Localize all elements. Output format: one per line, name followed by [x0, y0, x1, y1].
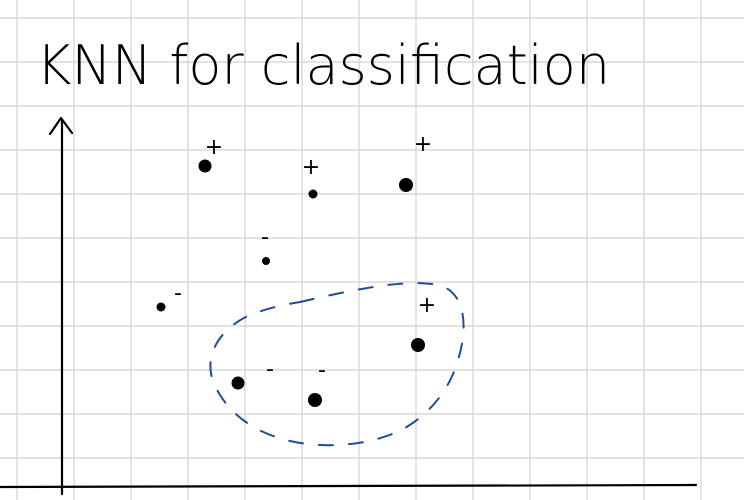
positive-class-label: +	[414, 132, 432, 157]
data-point	[399, 178, 413, 192]
negative-class-label: -	[261, 225, 269, 250]
positive-class-label: +	[302, 155, 320, 180]
y-axis-arrowhead	[48, 116, 74, 136]
data-point	[308, 189, 318, 199]
x-axis	[0, 483, 698, 489]
negative-class-label: -	[174, 281, 182, 306]
positive-class-label: +	[418, 293, 436, 318]
data-point	[156, 302, 166, 312]
data-point	[308, 393, 322, 407]
data-point	[262, 257, 270, 265]
negative-class-label: -	[318, 358, 326, 383]
data-points: + + + - - + - -	[156, 132, 436, 407]
diagram-title: KNN for classification	[36, 34, 610, 97]
negative-class-label: -	[266, 357, 274, 382]
data-point	[198, 159, 212, 173]
data-point	[231, 376, 245, 390]
data-point	[411, 338, 425, 352]
y-axis	[48, 116, 74, 496]
positive-class-label: +	[205, 135, 223, 160]
